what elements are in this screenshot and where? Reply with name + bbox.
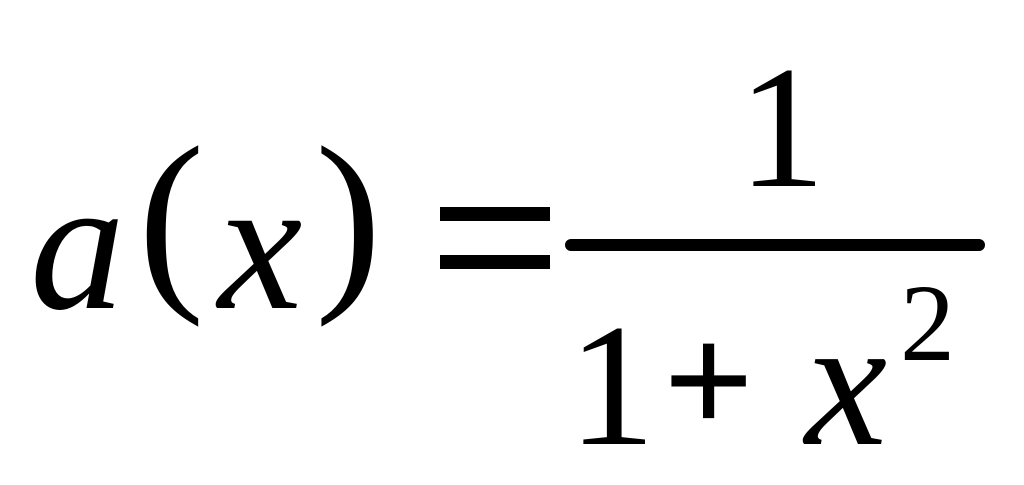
argument-x: x	[218, 140, 303, 350]
function-name-a: a	[30, 140, 125, 350]
denominator-plus-sign: +	[663, 291, 755, 469]
equals-sign-bottom-bar	[440, 255, 550, 269]
fraction-numerator: 1	[738, 30, 826, 224]
denominator-exponent: 2	[900, 262, 955, 384]
formula: a ( x ) 1 1 + x 2	[30, 30, 985, 485]
right-parenthesis: )	[315, 107, 382, 328]
fraction-bar	[565, 239, 985, 251]
denominator-one: 1	[568, 288, 656, 482]
left-parenthesis: (	[138, 107, 205, 328]
denominator-x: x	[805, 280, 888, 485]
equals-sign-top-bar	[440, 207, 550, 221]
